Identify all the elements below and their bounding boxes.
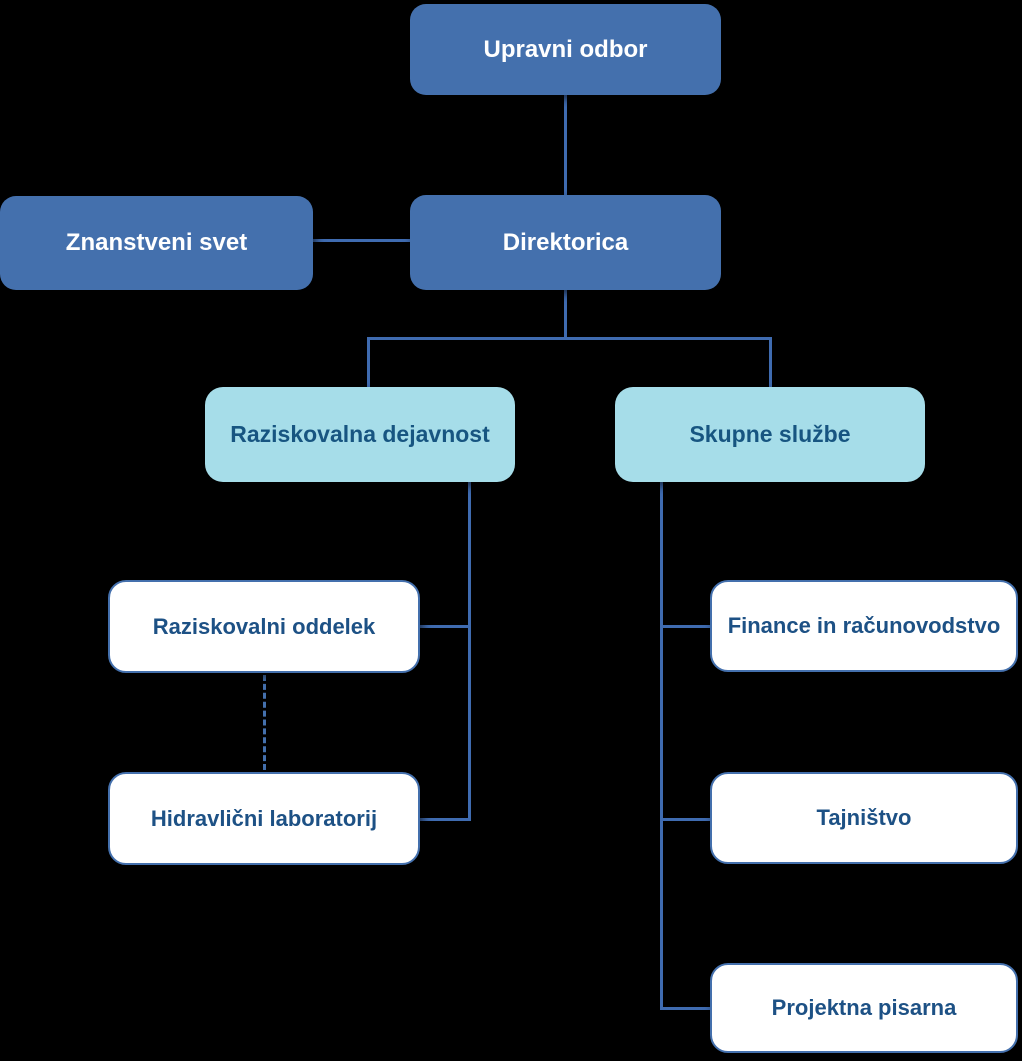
- connector-split-to-skupne-sluzbe: [769, 337, 772, 387]
- connector-to-projektna-pisarna: [663, 1007, 710, 1010]
- connector-split-to-raziskovalna-dejavnost: [367, 337, 370, 387]
- connector-raziskovalna-dejavnost-trunk: [468, 482, 471, 821]
- org-node-finance-in-racunovodstvo: Finance in računovodstvo: [710, 580, 1018, 672]
- org-node-skupne-sluzbe: Skupne službe: [615, 387, 925, 482]
- org-node-hidravlicni-laboratorij: Hidravlični laboratorij: [108, 772, 420, 865]
- org-node-raziskovalna-dejavnost: Raziskovalna dejavnost: [205, 387, 515, 482]
- connector-to-raziskovalni-oddelek: [420, 625, 468, 628]
- org-node-projektna-pisarna: Projektna pisarna: [710, 963, 1018, 1053]
- connector-upravni-odbor-direktorica: [564, 95, 567, 196]
- connector-skupne-sluzbe-trunk: [660, 482, 663, 1010]
- org-node-direktorica: Direktorica: [410, 195, 721, 290]
- org-node-upravni-odbor: Upravni odbor: [410, 4, 721, 95]
- connector-split-horizontal: [367, 337, 772, 340]
- connector-to-hidravlicni-laboratorij: [420, 818, 468, 821]
- org-node-znanstveni-svet: Znanstveni svet: [0, 196, 313, 290]
- connector-to-tajnistvo: [663, 818, 710, 821]
- org-node-tajnistvo: Tajništvo: [710, 772, 1018, 864]
- org-node-raziskovalni-oddelek: Raziskovalni oddelek: [108, 580, 420, 673]
- connector-dashed-oddelek-laboratorij: [263, 675, 266, 770]
- connector-to-finance-in-racunovodstvo: [663, 625, 710, 628]
- connector-znanstveni-svet-direktorica: [313, 239, 410, 242]
- connector-direktorica-down: [564, 290, 567, 340]
